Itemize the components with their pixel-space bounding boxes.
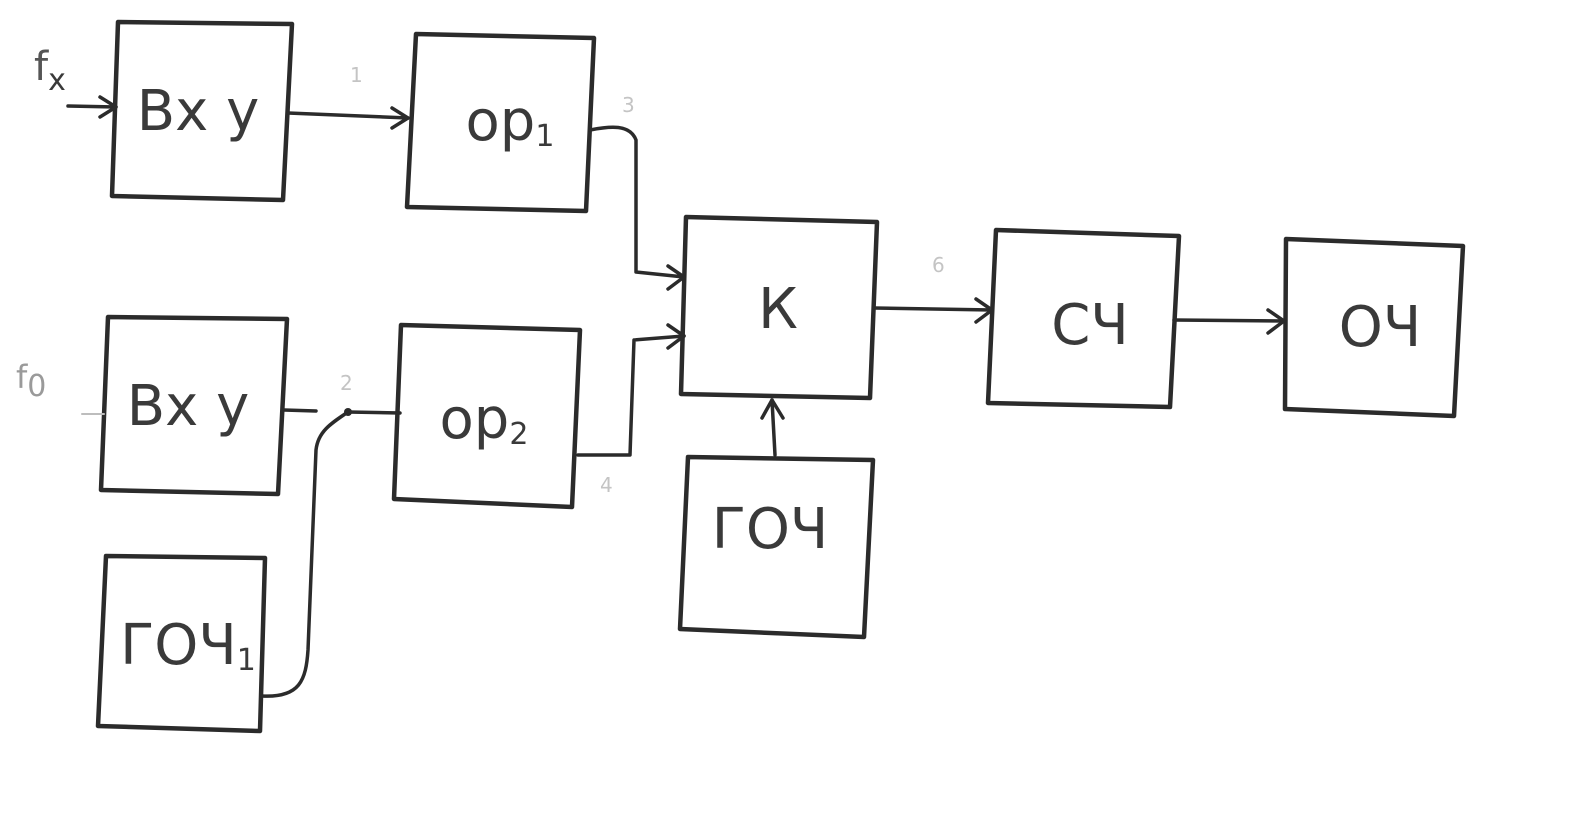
input-fx-label: fx bbox=[34, 44, 66, 98]
arrow-head-fx bbox=[98, 95, 118, 119]
arrow-head-k-lower bbox=[666, 323, 686, 350]
arrow-head-k-bottom bbox=[760, 398, 785, 420]
wire-or1-k bbox=[588, 125, 686, 279]
node-number-2: 2 bbox=[340, 371, 353, 395]
wire-sch-och bbox=[1172, 318, 1286, 323]
wire-or2-k bbox=[576, 334, 686, 457]
wire-k-sch bbox=[872, 306, 994, 312]
block-goch-label: ГОЧ bbox=[712, 497, 829, 562]
block-goch1-label: ГОЧ1 bbox=[120, 613, 256, 678]
block-sch bbox=[985, 227, 1182, 410]
wire-switch-or2 bbox=[346, 410, 402, 415]
block-vu1-label: Вх у bbox=[137, 79, 260, 144]
arrow-head-or1 bbox=[390, 106, 410, 130]
wire-vu2-out bbox=[282, 408, 318, 413]
block-sch-label: СЧ bbox=[1051, 293, 1129, 358]
block-vu2-label: Вх у bbox=[127, 374, 250, 439]
block-vu2 bbox=[98, 314, 290, 497]
block-or1-label: ор1 bbox=[466, 89, 555, 154]
node-number-3: 3 bbox=[622, 93, 635, 117]
arrow-head-k-upper bbox=[666, 264, 686, 291]
block-goch bbox=[677, 454, 876, 640]
block-och bbox=[1282, 236, 1466, 419]
block-vu1 bbox=[109, 19, 295, 203]
wire-goch-k bbox=[770, 398, 777, 457]
wire-vu1-or1 bbox=[286, 111, 410, 120]
wire-fx-in bbox=[66, 104, 118, 109]
node-number-6: 6 bbox=[932, 253, 945, 277]
block-or1 bbox=[404, 31, 597, 214]
node-number-1: 1 bbox=[350, 63, 363, 87]
arrow-head-sch bbox=[974, 297, 994, 324]
block-or2-label: ор2 bbox=[440, 387, 529, 452]
input-f0-label: f0 bbox=[16, 358, 46, 404]
block-k-label: К bbox=[758, 277, 798, 342]
wire-goch1-switch bbox=[260, 410, 350, 698]
block-goch1 bbox=[95, 553, 268, 734]
block-och-label: ОЧ bbox=[1339, 295, 1421, 360]
node-number-4: 4 bbox=[600, 473, 613, 497]
arrow-head-och bbox=[1266, 308, 1286, 335]
block-or2 bbox=[391, 322, 583, 510]
